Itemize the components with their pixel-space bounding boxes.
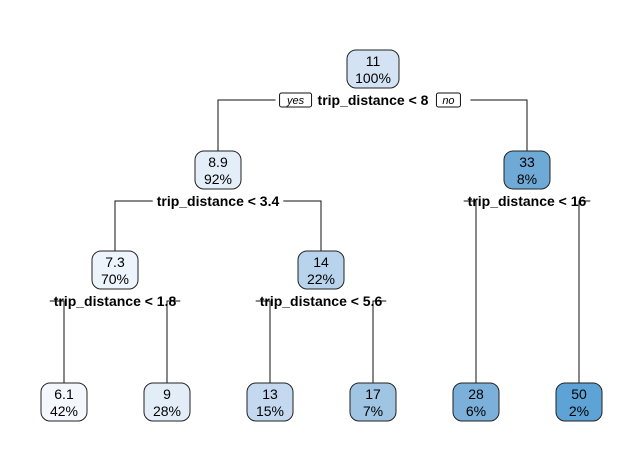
node-box xyxy=(143,382,191,422)
node-percent: 2% xyxy=(569,403,589,419)
split-labels: trip_distance < 8 trip_distance < 3.4 trip… xyxy=(54,92,587,309)
node-value: 17 xyxy=(365,386,381,402)
node-box xyxy=(246,382,294,422)
branch-tag-no: no xyxy=(435,92,461,108)
tree-node: 7.370% xyxy=(91,250,139,290)
node-value: 8.9 xyxy=(208,154,228,170)
node-percent: 7% xyxy=(363,403,383,419)
split-condition: trip_distance < 1.8 xyxy=(54,293,177,309)
node-value: 9 xyxy=(163,386,171,402)
node-percent: 22% xyxy=(307,271,335,287)
node-percent: 70% xyxy=(101,271,129,287)
svg-text:no: no xyxy=(442,95,454,107)
tree-leaf: 177% xyxy=(349,382,397,422)
tree-node: 8.992% xyxy=(194,150,242,190)
tree-leaf: 928% xyxy=(143,382,191,422)
node-percent: 28% xyxy=(153,403,181,419)
split-condition: trip_distance < 16 xyxy=(468,193,587,209)
tree-edge xyxy=(463,200,477,383)
node-box xyxy=(503,150,551,190)
split-condition: trip_distance < 5.6 xyxy=(260,293,383,309)
node-value: 6.1 xyxy=(54,386,74,402)
tree-edge xyxy=(470,99,528,151)
node-value: 7.3 xyxy=(105,254,125,270)
node-box xyxy=(346,49,400,89)
node-value: 13 xyxy=(262,386,278,402)
node-percent: 6% xyxy=(466,403,486,419)
node-percent: 8% xyxy=(517,171,537,187)
svg-text:yes: yes xyxy=(286,95,305,107)
node-value: 33 xyxy=(519,154,535,170)
node-box xyxy=(194,150,242,190)
node-percent: 15% xyxy=(256,403,284,419)
node-value: 50 xyxy=(571,386,587,402)
tree-edges xyxy=(49,99,591,383)
node-percent: 92% xyxy=(204,171,232,187)
node-box xyxy=(91,250,139,290)
node-box xyxy=(452,382,500,422)
branch-tag-yes: yes xyxy=(279,92,313,108)
node-box xyxy=(40,382,88,422)
tree-leaf: 502% xyxy=(555,382,603,422)
tree-edge xyxy=(255,300,271,383)
tree-edge xyxy=(217,99,276,151)
node-percent: 42% xyxy=(50,403,78,419)
node-value: 28 xyxy=(468,386,484,402)
node-value: 14 xyxy=(313,254,329,270)
node-box xyxy=(555,382,603,422)
tree-leaf: 6.142% xyxy=(40,382,88,422)
tree-edge xyxy=(166,300,181,383)
tree-edge xyxy=(49,300,65,383)
node-value: 11 xyxy=(366,53,381,69)
tree-leaf: 286% xyxy=(452,382,500,422)
node-box xyxy=(297,250,345,290)
split-condition: trip_distance < 3.4 xyxy=(157,193,280,209)
tree-edge xyxy=(578,200,591,383)
split-condition: trip_distance < 8 xyxy=(318,92,429,108)
node-box xyxy=(349,382,397,422)
node-percent: 100% xyxy=(355,70,391,86)
tree-edge xyxy=(372,300,387,383)
tree-edge xyxy=(114,200,153,251)
tree-node: 338% xyxy=(503,150,551,190)
tree-edge xyxy=(283,200,322,251)
